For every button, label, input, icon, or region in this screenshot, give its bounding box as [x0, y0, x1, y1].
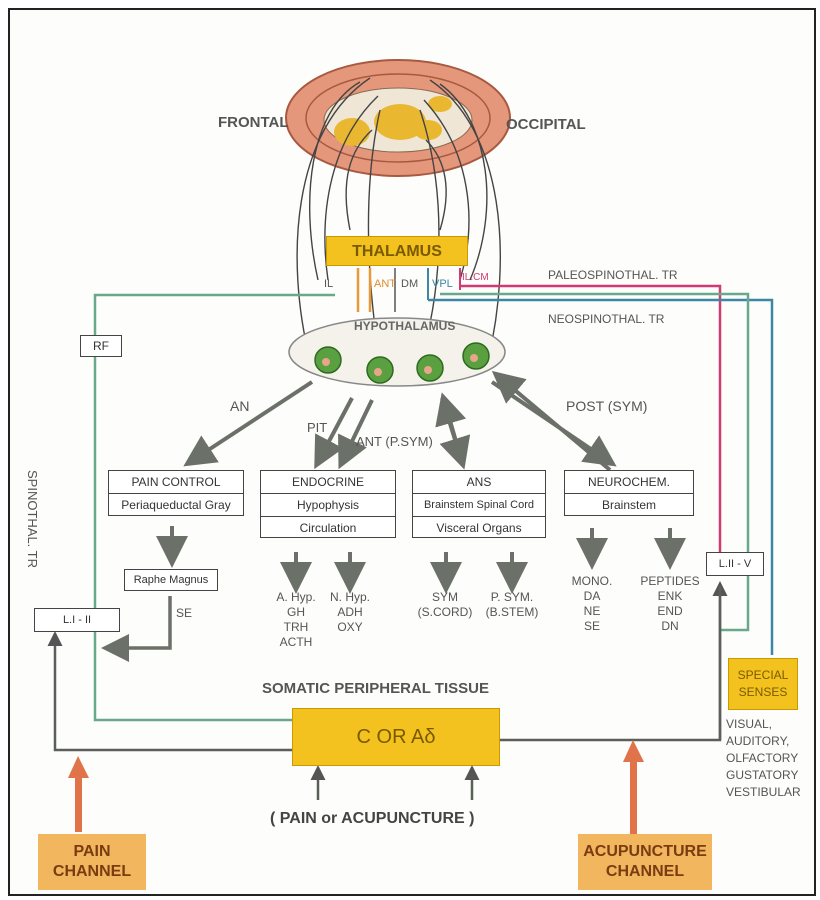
raphe-magnus-box: Raphe Magnus [124, 569, 218, 591]
acupuncture-channel-line-2: CHANNEL [578, 862, 712, 882]
thalamus-box: THALAMUS [326, 236, 468, 266]
output-n-hyp: N. Hyp. [322, 590, 378, 605]
paleospinothal-label: PALEOSPINOTHAL. TR [548, 268, 678, 282]
nucleus-dm-label: DM [401, 278, 418, 290]
output-acth: ACTH [268, 635, 324, 650]
pain-channel-line-2: CHANNEL [38, 862, 146, 882]
rf-box: RF [80, 335, 122, 357]
special-senses-title-2: SENSES [729, 684, 797, 701]
acupuncture-channel-line-1: ACUPUNCTURE [578, 842, 712, 862]
endocrine-row-hypophysis: Hypophysis [261, 493, 395, 516]
stimulus-label: ( PAIN or ACUPUNCTURE ) [270, 810, 474, 828]
output-se: SE [566, 619, 618, 634]
neurochem-box: NEUROCHEM. Brainstem [564, 470, 694, 516]
output-da: DA [566, 589, 618, 604]
special-senses-box: SPECIAL SENSES [728, 658, 798, 710]
sense-visual: VISUAL, [726, 716, 808, 733]
neospinothal-label: NEOSPINOTHAL. TR [548, 312, 664, 326]
ant-psym-label: ANT (P.SYM) [356, 434, 433, 449]
output-peptides: PEPTIDES [632, 574, 708, 589]
output-b-stem: (B.STEM) [478, 605, 546, 620]
sense-gustatory: GUSTATORY [726, 767, 808, 784]
c-or-adelta-box: C OR Aδ [292, 708, 500, 766]
post-sym-label: POST (SYM) [566, 398, 647, 414]
special-senses-title-1: SPECIAL [729, 667, 797, 684]
endocrine-row-circulation: Circulation [261, 516, 395, 539]
special-senses-list: VISUAL, AUDITORY, OLFACTORY GUSTATORY VE… [726, 716, 808, 801]
neurochem-row-brainstem: Brainstem [565, 493, 693, 516]
ans-right-outputs: P. SYM. (B.STEM) [478, 590, 546, 620]
output-gh: GH [268, 605, 324, 620]
sense-olfactory: OLFACTORY [726, 750, 808, 767]
sense-vestibular: VESTIBULAR [726, 784, 808, 801]
ans-row-brainstem: Brainstem Spinal Cord [413, 493, 545, 516]
output-trh: TRH [268, 620, 324, 635]
endocrine-box: ENDOCRINE Hypophysis Circulation [260, 470, 396, 538]
output-adh: ADH [322, 605, 378, 620]
output-ne: NE [566, 604, 618, 619]
output-a-hyp: A. Hyp. [268, 590, 324, 605]
sense-auditory: AUDITORY, [726, 733, 808, 750]
pain-control-row-pag: Periaqueductal Gray [109, 493, 243, 516]
nucleus-il-label: IL [324, 278, 333, 290]
se-label: SE [176, 606, 192, 620]
endocrine-title: ENDOCRINE [261, 471, 395, 493]
pain-channel-box: PAIN CHANNEL [38, 834, 146, 890]
nucleus-vpl-label: VPL [432, 278, 453, 290]
brain-illustration [286, 60, 510, 176]
frontal-label: FRONTAL [218, 114, 289, 131]
nucleus-ilcm-label: IL.CM [462, 272, 489, 283]
endocrine-left-outputs: A. Hyp. GH TRH ACTH [268, 590, 324, 650]
ans-box: ANS Brainstem Spinal Cord Visceral Organ… [412, 470, 546, 538]
acupuncture-channel-box: ACUPUNCTURE CHANNEL [578, 834, 712, 890]
output-enk: ENK [632, 589, 708, 604]
nucleus-ant-label: ANT [374, 278, 396, 290]
ans-title: ANS [413, 471, 545, 493]
neurochem-left-outputs: MONO. DA NE SE [566, 574, 618, 634]
ans-left-outputs: SYM (S.CORD) [412, 590, 478, 620]
level-left-box: L.I - II [34, 608, 120, 632]
neurochem-title: NEUROCHEM. [565, 471, 693, 493]
output-p-sym: P. SYM. [478, 590, 546, 605]
pit-label: PIT [307, 420, 327, 435]
level-right-box: L.II - V [706, 552, 764, 576]
neurochem-right-outputs: PEPTIDES ENK END DN [632, 574, 708, 634]
hypothalamus-output-arrows [190, 376, 610, 470]
somatic-title: SOMATIC PERIPHERAL TISSUE [262, 680, 489, 697]
spinothal-label: SPINOTHAL. TR [25, 470, 40, 568]
output-sym: SYM [412, 590, 478, 605]
ans-row-visceral: Visceral Organs [413, 516, 545, 539]
an-label: AN [230, 398, 249, 414]
output-dn: DN [632, 619, 708, 634]
hypothalamus-label: HYPOTHALAMUS [354, 319, 455, 333]
endocrine-right-outputs: N. Hyp. ADH OXY [322, 590, 378, 635]
output-oxy: OXY [322, 620, 378, 635]
output-end: END [632, 604, 708, 619]
pain-control-title: PAIN CONTROL [109, 471, 243, 493]
pain-control-box: PAIN CONTROL Periaqueductal Gray [108, 470, 244, 516]
output-s-cord: (S.CORD) [412, 605, 478, 620]
occipital-label: OCCIPITAL [506, 116, 586, 133]
thalamus-nucleus-arrows [358, 268, 460, 312]
pain-channel-line-1: PAIN [38, 842, 146, 862]
output-mono: MONO. [566, 574, 618, 589]
